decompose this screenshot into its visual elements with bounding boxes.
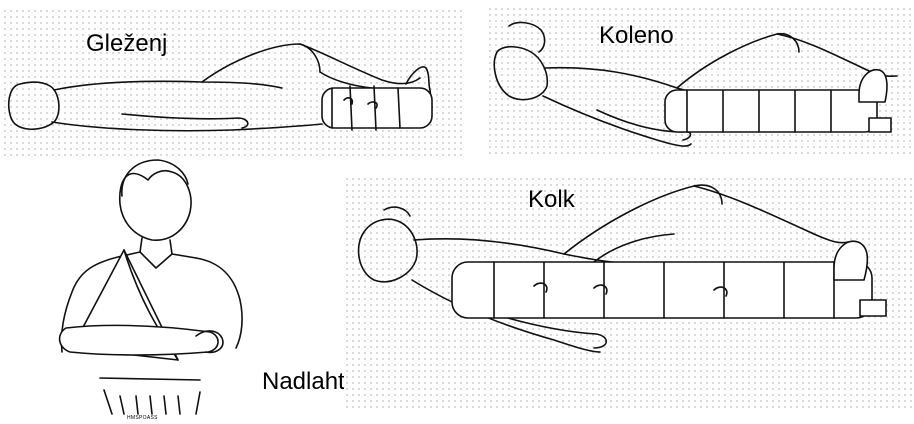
ankle-splint-illustration [2,8,462,160]
hip-splint-illustration [344,176,912,412]
arm-sling-illustration [0,152,260,424]
panel-arm: HMSPOASS Nadlahtnica [0,152,360,424]
panel-ankle: Gleženj [2,8,462,160]
panel-hip: Kolk [344,176,912,412]
panel-knee: Koleno [487,6,911,154]
arm-illustration-credit: HMSPOASS [127,415,158,421]
knee-splint-illustration [487,6,911,154]
